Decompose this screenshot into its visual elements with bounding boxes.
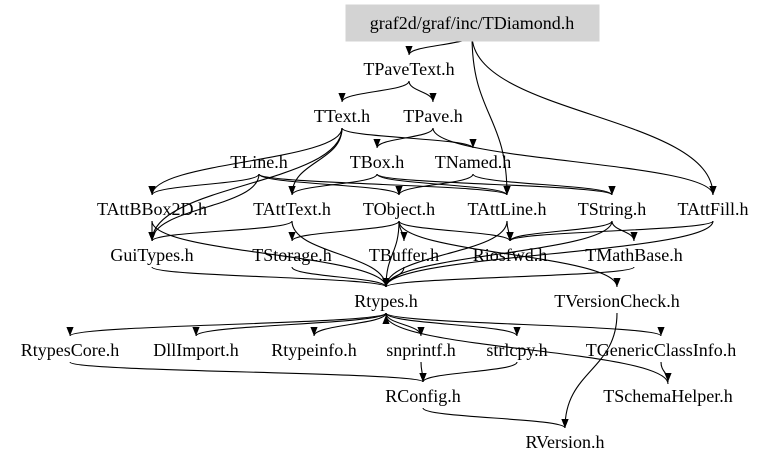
- edge-tnamed-to-tstring: [472, 173, 616, 196]
- node-tline[interactable]: TLine.h: [230, 152, 287, 172]
- node-snprintf[interactable]: snprintf.h: [386, 340, 456, 360]
- edge-tattline-to-riosfwd: [506, 220, 514, 242]
- node-tattbbox2d[interactable]: TAttBBox2D.h: [97, 199, 207, 219]
- node-rtypes[interactable]: Rtypes.h: [354, 291, 418, 311]
- edge-rtypes-to-dllimport: [192, 312, 387, 337]
- nodes-layer: graf2d/graf/inc/TDiamond.hTPaveText.hTTe…: [21, 13, 749, 452]
- node-rconfig[interactable]: RConfig.h: [385, 386, 461, 406]
- edge-tpavetext-to-ttext: [338, 80, 410, 103]
- node-tattfill[interactable]: TAttFill.h: [677, 199, 748, 219]
- node-tattline[interactable]: TAttLine.h: [467, 199, 546, 219]
- edge-tattbbox2d-to-rtypes: [151, 220, 390, 288]
- edge-rtypes-to-tgenericclassinfo: [385, 312, 665, 337]
- node-tstring[interactable]: TString.h: [578, 199, 647, 219]
- node-tversioncheck[interactable]: TVersionCheck.h: [554, 291, 679, 311]
- edge-tpave-to-tbox: [373, 127, 434, 149]
- edge-tbox-to-tattline: [376, 173, 511, 196]
- node-tbox[interactable]: TBox.h: [350, 152, 405, 172]
- edge-tattfill-to-riosfwd: [506, 220, 714, 242]
- edge-rtypescore-to-rconfig: [69, 361, 427, 383]
- edge-tgenericclassinfo-to-tschemahelper: [660, 361, 672, 383]
- edge-tline-to-tattline: [258, 173, 511, 196]
- node-tgenericclassinfo[interactable]: TGenericClassInfo.h: [586, 340, 736, 360]
- node-tpave[interactable]: TPave.h: [403, 106, 462, 126]
- node-riosfwd[interactable]: Riosfwd.h: [473, 245, 548, 265]
- edge-tschemahelper-to-rtypes: [382, 314, 669, 385]
- node-rtypeinfo[interactable]: Rtypeinfo.h: [271, 340, 357, 360]
- edge-tline-to-tobject: [258, 173, 403, 196]
- edge-tattline-to-rtypes: [382, 220, 508, 288]
- edge-tobject-to-tstorage: [288, 220, 400, 242]
- edge-tstring-to-riosfwd: [506, 220, 613, 242]
- node-tbuffer[interactable]: TBuffer.h: [369, 245, 439, 265]
- edge-strlcpy-to-rconfig: [419, 361, 518, 383]
- edge-tobject-to-tversioncheck: [398, 220, 621, 288]
- edge-tbox-to-tatttext: [288, 173, 378, 196]
- edge-tstorage-to-rtypes: [291, 266, 390, 288]
- edge-tatttext-to-rtypes: [291, 220, 390, 288]
- edge-ttext-to-tattbbox2d: [148, 127, 343, 196]
- edge-ttext-to-guitypes: [148, 127, 343, 242]
- edge-tbox-to-tstring: [376, 173, 616, 196]
- edge-tversioncheck-to-rversion: [561, 312, 618, 429]
- edge-tdiamond-to-tattfill: [471, 34, 717, 196]
- node-tstorage[interactable]: TStorage.h: [252, 245, 331, 265]
- edge-guitypes-to-rtypes: [151, 266, 390, 288]
- edge-tpave-to-tattfill: [432, 127, 717, 196]
- edge-tobject-to-riosfwd: [398, 220, 514, 242]
- node-tobject[interactable]: TObject.h: [363, 199, 435, 219]
- node-tschemahelper[interactable]: TSchemaHelper.h: [603, 386, 732, 406]
- edge-rtypes-to-strlcpy: [385, 312, 521, 337]
- edge-tline-to-tattbbox2d: [148, 173, 260, 196]
- edge-rtypes-to-rtypescore: [66, 312, 387, 337]
- edge-rconfig-to-rversion: [422, 407, 569, 429]
- edge-tatttext-to-guitypes: [148, 220, 293, 242]
- edges-layer: [66, 34, 717, 429]
- edge-tline-to-guitypes: [148, 173, 260, 242]
- node-dllimport[interactable]: DllImport.h: [153, 340, 239, 360]
- edge-snprintf-to-rconfig: [419, 361, 427, 383]
- node-tpavetext[interactable]: TPaveText.h: [363, 59, 454, 79]
- node-ttext[interactable]: TText.h: [314, 106, 370, 126]
- node-rversion[interactable]: RVersion.h: [525, 432, 604, 452]
- node-tmathbase[interactable]: TMathBase.h: [585, 245, 682, 265]
- node-rtypescore[interactable]: RtypesCore.h: [21, 340, 120, 360]
- edge-tnamed-to-tobject: [395, 173, 474, 196]
- edge-tstring-to-tmathbase: [611, 220, 638, 242]
- edge-tmathbase-to-rtypes: [382, 266, 635, 288]
- edge-tattfill-to-rtypes: [382, 220, 714, 288]
- node-tnamed[interactable]: TNamed.h: [435, 152, 511, 172]
- node-tatttext[interactable]: TAttText.h: [253, 199, 331, 219]
- node-strlcpy[interactable]: strlcpy.h: [486, 340, 547, 360]
- node-guitypes[interactable]: GuiTypes.h: [110, 245, 193, 265]
- edge-tdiamond-to-tattline: [471, 34, 511, 196]
- root-node-box: [345, 4, 600, 42]
- node-tdiamond[interactable]: graf2d/graf/inc/TDiamond.h: [370, 13, 574, 33]
- edge-tpavetext-to-tpave: [408, 80, 437, 103]
